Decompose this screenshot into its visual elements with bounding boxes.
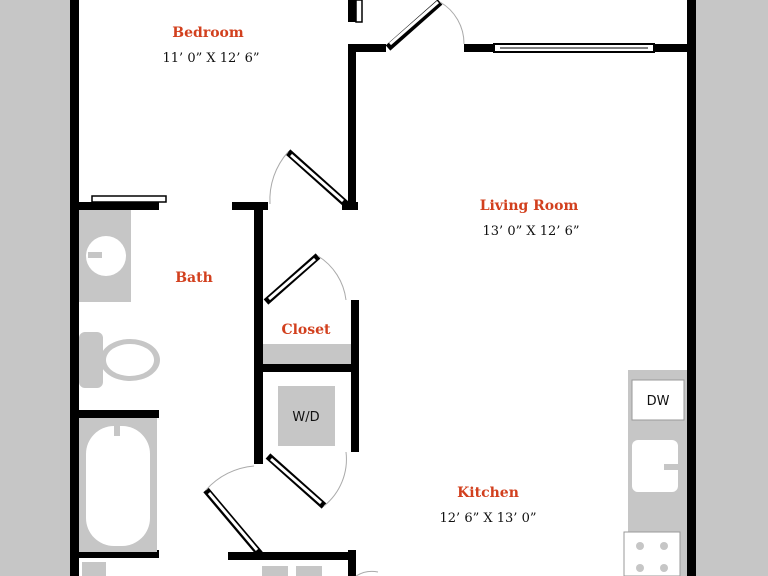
- bathtub-basin: [86, 426, 150, 546]
- bedroom-bath-wall: [79, 202, 159, 210]
- bath-door: [203, 465, 263, 557]
- closet-bottom-wall: [263, 364, 359, 372]
- bath-label: Bath: [175, 270, 213, 286]
- closet-door: [263, 253, 347, 305]
- bedroom-label: Bedroom: [172, 25, 244, 41]
- living-room-dimensions: 13’ 0” X 12’ 6”: [483, 224, 580, 239]
- living-top-wall-right: [652, 44, 692, 52]
- living-room-label: Living Room: [480, 198, 579, 214]
- kitchen-sink: [632, 440, 678, 492]
- exterior-wall-left: [70, 0, 79, 576]
- burner: [636, 564, 644, 572]
- toilet-seat: [106, 344, 154, 376]
- entry-wall: [348, 550, 356, 576]
- living-window: [493, 43, 655, 53]
- bath-bottom-fixture: [82, 562, 106, 576]
- kitchen-label: Kitchen: [457, 485, 519, 501]
- dishwasher-label: DW: [647, 394, 670, 409]
- closet-right-wall: [351, 300, 359, 372]
- bath-fixtures: [79, 210, 160, 576]
- bath-tub-wall: [79, 410, 159, 418]
- floor-area: [74, 0, 694, 576]
- bedroom-bottom-wall: [342, 202, 358, 210]
- kitchen-faucet: [664, 464, 684, 470]
- burner: [660, 564, 668, 572]
- toilet-tank: [79, 332, 103, 388]
- bedroom-dimensions: 11’ 0” X 12’ 6”: [163, 51, 260, 66]
- entry-door-arc: [355, 570, 379, 576]
- closet-shelf: [263, 344, 351, 364]
- bath-hall-wall: [254, 202, 263, 464]
- interior-walls: [79, 0, 692, 576]
- bathtub-drain: [114, 426, 120, 436]
- hall-bottom-fixture-2: [296, 566, 322, 576]
- bedroom-wall-right: [348, 44, 356, 210]
- bath-window-frame: [91, 195, 167, 203]
- range: [623, 531, 681, 576]
- kitchen-dimensions: 12’ 6” X 13’ 0”: [440, 511, 537, 526]
- bath-bottom-wall: [79, 550, 159, 558]
- kitchen-counter: [623, 370, 687, 576]
- bath-window: [91, 195, 167, 203]
- bedroom-corridor-step: [356, 44, 386, 52]
- sink-basin: [86, 236, 126, 276]
- bedroom-wall-upper: [348, 0, 356, 22]
- washer-dryer-label: W/D: [292, 410, 319, 425]
- washer-dryer-unit: [278, 386, 335, 446]
- kitchen-bottom-wall: [228, 552, 356, 560]
- exterior-wall-right: [687, 0, 696, 576]
- burner: [636, 542, 644, 550]
- dishwasher: [631, 379, 685, 421]
- laundry-door: [265, 451, 347, 509]
- burner: [660, 542, 668, 550]
- hall-bottom-fixture: [262, 566, 288, 576]
- closet-label: Closet: [281, 322, 331, 338]
- bedroom-slider: [355, 0, 363, 23]
- bedroom-door: [269, 149, 349, 207]
- doors: [203, 0, 465, 576]
- sink-faucet: [88, 252, 102, 258]
- exterior-walls: [70, 0, 696, 576]
- hall-top-wall: [232, 202, 268, 210]
- laundry-right-wall: [351, 372, 359, 452]
- bedroom-top-door: [385, 0, 465, 51]
- living-top-wall: [464, 44, 504, 52]
